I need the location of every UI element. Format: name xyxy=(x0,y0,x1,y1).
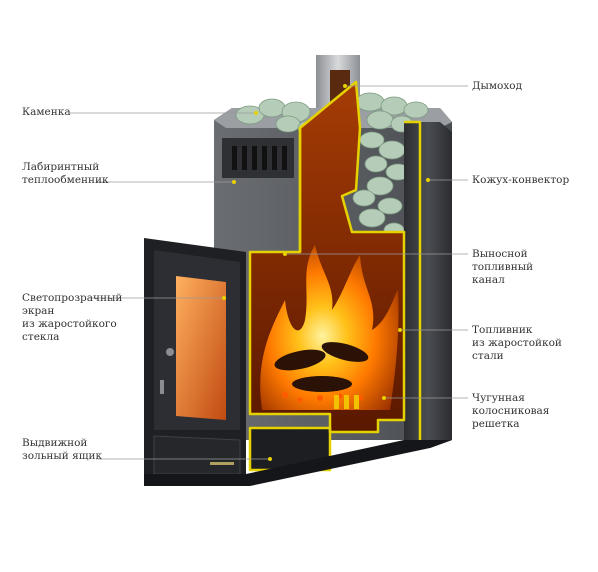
label-convector: Кожух-конвектор xyxy=(472,174,570,186)
embers xyxy=(282,392,363,403)
grate-bars xyxy=(334,395,359,409)
label-fuel-channel: Выносной топливный канал xyxy=(472,248,534,286)
leader-dots xyxy=(222,84,430,461)
door-hinge xyxy=(160,380,164,394)
label-kamenka: Каменка xyxy=(22,106,71,118)
convector-casing xyxy=(404,122,452,448)
label-firebox: Топливник из жаростойкой стали xyxy=(472,324,562,362)
ash-drawer-front xyxy=(153,435,241,475)
label-ash-box: Выдвижной зольный ящик xyxy=(22,437,103,462)
leader-lines xyxy=(70,85,468,460)
label-grate: Чугунная колосниковая решетка xyxy=(472,392,550,430)
cut-outlines xyxy=(248,80,422,472)
vent-slots xyxy=(232,146,287,170)
ash-drawer-handle xyxy=(210,462,234,465)
stove-base xyxy=(144,440,452,486)
label-chimney: Дымоход xyxy=(472,80,523,92)
label-labyrinth: Лабиринтный теплообменник xyxy=(22,161,109,186)
logs xyxy=(274,342,369,392)
door-handle xyxy=(166,348,174,356)
door-glass xyxy=(176,276,226,420)
label-glass-screen: Светопрозрачный экран из жаростойкого ст… xyxy=(22,292,123,343)
